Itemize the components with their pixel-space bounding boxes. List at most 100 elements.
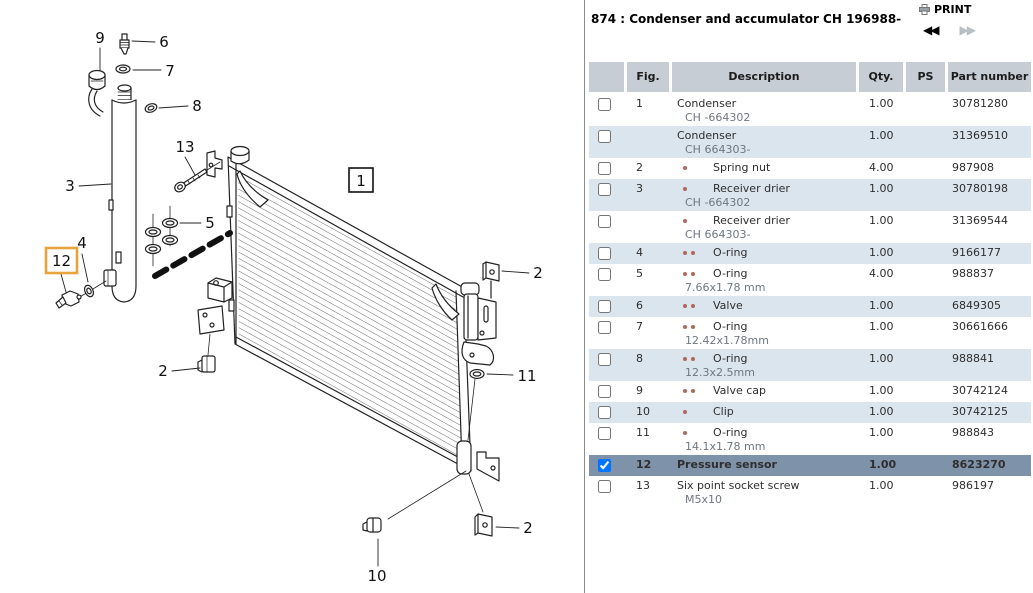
ps-value: [906, 352, 945, 379]
ps-value: [906, 426, 945, 453]
table-row[interactable]: 10 Clip 1.00 30742125: [589, 402, 1031, 423]
print-button[interactable]: PRINT: [919, 3, 971, 16]
callout-1-box[interactable]: [348, 167, 374, 193]
ps-value: [906, 479, 945, 506]
ps-value: [906, 458, 945, 474]
part-variant: 14.1x1.78 mm: [685, 440, 766, 453]
callout-12-box-selected[interactable]: [44, 246, 79, 275]
fig-number: 7: [636, 320, 643, 333]
part-number: 30742124: [952, 384, 1008, 397]
table-row[interactable]: 3 Receiver drier CH -664302 1.00 3078019…: [589, 179, 1031, 211]
table-row[interactable]: 1 Condenser CH -664302 1.00 30781280: [589, 94, 1031, 126]
callout-2-bottom[interactable]: 2: [523, 519, 533, 537]
screw-13: [174, 161, 221, 193]
print-label: PRINT: [934, 3, 972, 16]
quantity: 1.00: [869, 182, 894, 195]
table-header: Fig. Description Qty. PS Part number: [589, 62, 1031, 92]
row-checkbox[interactable]: [598, 459, 611, 472]
callout-2-right[interactable]: 2: [533, 264, 543, 282]
callout-11[interactable]: 11: [517, 367, 536, 385]
table-row[interactable]: 13 Six point socket screw M5x10 1.00 986…: [589, 476, 1031, 508]
row-checkbox[interactable]: [598, 480, 611, 493]
spring-nut-bottom: [474, 513, 493, 537]
part-variant: CH -664302: [685, 196, 751, 209]
table-row[interactable]: 6 Valve 1.00 6849305: [589, 296, 1031, 317]
indent-bullets: [677, 320, 713, 334]
table-body: 1 Condenser CH -664302 1.00 30781280 Con…: [589, 94, 1031, 508]
row-checkbox[interactable]: [598, 406, 611, 419]
part-description: Condenser: [677, 129, 737, 142]
quantity: 1.00: [869, 320, 894, 333]
right-bracket-assembly: [460, 280, 497, 366]
quantity: 1.00: [869, 405, 894, 418]
row-checkbox[interactable]: [598, 130, 611, 143]
row-checkbox[interactable]: [598, 268, 611, 281]
callout-6[interactable]: 6: [159, 33, 169, 51]
table-row[interactable]: 4 O-ring 1.00 9166177: [589, 243, 1031, 264]
callout-2-left[interactable]: 2: [158, 362, 168, 380]
bottom-right-bracket: [387, 451, 500, 520]
ps-value: [906, 182, 945, 209]
row-checkbox[interactable]: [598, 385, 611, 398]
callout-8[interactable]: 8: [192, 97, 202, 115]
fig-number: 1: [636, 97, 643, 110]
table-row[interactable]: 9 Valve cap 1.00 30742124: [589, 381, 1031, 402]
row-checkbox[interactable]: [598, 183, 611, 196]
callout-9[interactable]: 9: [95, 29, 105, 47]
ps-value: [906, 320, 945, 347]
part-description: Valve cap: [713, 384, 767, 397]
part-description: O-ring: [713, 352, 748, 365]
quantity: 4.00: [869, 267, 894, 280]
o-rings-5: [144, 205, 179, 267]
callout-3[interactable]: 3: [65, 177, 75, 195]
spring-nut-right: [482, 261, 500, 282]
ps-value: [906, 299, 945, 315]
part-number: 988843: [952, 426, 994, 439]
nav-prev-button[interactable]: ◀◀: [923, 23, 940, 37]
ps-value: [906, 267, 945, 294]
table-row[interactable]: 7 O-ring 12.42x1.78mm 1.00 30661666: [589, 317, 1031, 349]
table-row[interactable]: 12 Pressure sensor 1.00 8623270: [589, 455, 1031, 476]
row-checkbox[interactable]: [598, 321, 611, 334]
ps-value: [906, 129, 945, 156]
row-checkbox[interactable]: [598, 247, 611, 260]
callout-13[interactable]: 13: [175, 138, 194, 156]
part-variant: CH 664303-: [685, 228, 751, 241]
table-row[interactable]: 5 O-ring 7.66x1.78 mm 4.00 988837: [589, 264, 1031, 296]
part-number: 6849305: [952, 299, 1001, 312]
callout-10[interactable]: 10: [367, 567, 386, 585]
quantity: 1.00: [869, 97, 894, 110]
row-checkbox[interactable]: [598, 427, 611, 440]
part-description: Six point socket screw: [677, 479, 800, 492]
nav-next-button[interactable]: ▶▶: [959, 23, 976, 37]
part-description: O-ring: [713, 426, 748, 439]
table-row[interactable]: 11 O-ring 14.1x1.78 mm 1.00 988843: [589, 423, 1031, 455]
part-number: 9166177: [952, 246, 1001, 259]
indent-bullets: [677, 352, 713, 366]
callout-5[interactable]: 5: [205, 214, 215, 232]
fig-number: 12: [636, 458, 652, 471]
callout-7[interactable]: 7: [165, 62, 175, 80]
table-row[interactable]: Condenser CH 664303- 1.00 31369510: [589, 126, 1031, 158]
fig-number: 10: [636, 405, 650, 418]
ps-value: [906, 161, 945, 177]
row-checkbox[interactable]: [598, 215, 611, 228]
table-row[interactable]: 8 O-ring 12.3x2.5mm 1.00 988841: [589, 349, 1031, 381]
row-checkbox[interactable]: [598, 300, 611, 313]
callout-1[interactable]: 1: [356, 172, 366, 190]
part-number: 30781280: [952, 97, 1008, 110]
part-variant: CH -664302: [685, 111, 751, 124]
callout-4[interactable]: 4: [77, 234, 87, 252]
table-row[interactable]: 2 Spring nut 4.00 987908: [589, 158, 1031, 179]
table-row[interactable]: Receiver drier CH 664303- 1.00 31369544: [589, 211, 1031, 243]
row-checkbox[interactable]: [598, 353, 611, 366]
quantity: 1.00: [869, 214, 894, 227]
callout-12[interactable]: 12: [52, 252, 71, 270]
col-ps: PS: [906, 62, 945, 92]
condenser-part: [206, 145, 472, 475]
callout-leaders: [60, 40, 530, 567]
row-checkbox[interactable]: [598, 162, 611, 175]
parts-diagram: 9 6 7 8 13 3 1 5 4 12 2 2 11 2 10: [44, 29, 543, 585]
ps-value: [906, 97, 945, 124]
row-checkbox[interactable]: [598, 98, 611, 111]
